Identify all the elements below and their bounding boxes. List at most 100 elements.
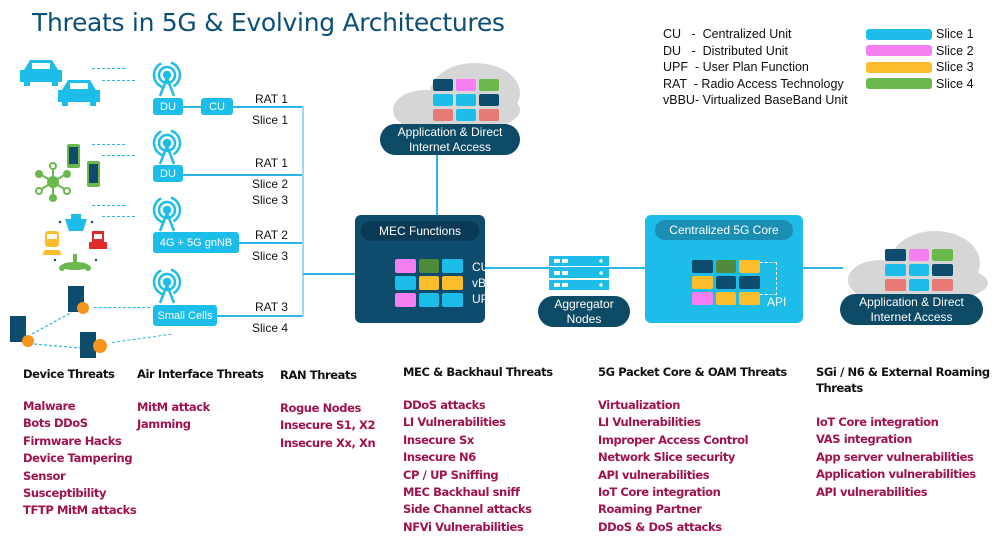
slice-tile	[418, 276, 440, 290]
du-cu-link	[183, 106, 201, 108]
slice-tile	[456, 79, 476, 91]
slice-tile	[479, 109, 499, 121]
threat-heading: RAN Threats	[280, 368, 357, 382]
threat-heading: MEC & Backhaul Threats	[403, 365, 553, 379]
slice-tile	[395, 259, 416, 273]
threat-item: Insecure S1, X2	[280, 418, 376, 433]
slice-label: Slice 3	[252, 193, 289, 207]
antenna-tower-icon	[152, 195, 182, 232]
threat-item: NFVi Vulnerabilities	[403, 519, 524, 534]
threat-heading: 5G Packet Core & OAM Threats	[598, 365, 787, 379]
rat-link	[233, 106, 303, 108]
air-link	[102, 80, 135, 81]
slice-label: Slice 4	[252, 321, 289, 335]
ship-icon	[65, 214, 87, 231]
air-link	[94, 307, 150, 308]
mec-labels: CU vBBU UPF	[472, 259, 503, 307]
threat-item: Insecure N6	[403, 450, 476, 465]
mec-tiles	[395, 259, 463, 307]
legend-slice-3: Slice 3	[866, 59, 974, 76]
slice-tile	[932, 279, 953, 291]
threat-column-packet-core: 5G Packet Core & OAM Threats Virtualizat…	[598, 364, 798, 536]
mec-label-vbbu: vBBU	[472, 276, 503, 290]
slice-tile	[932, 264, 953, 276]
truck-icon	[89, 231, 107, 249]
threat-item: Malware	[23, 399, 76, 413]
legend-abbr-rat: RAT - Radio Access Technology	[663, 76, 844, 91]
slice-tile	[442, 276, 463, 290]
smartphone-icon	[67, 144, 100, 187]
legend-slice-4: Slice 4	[866, 76, 974, 93]
slice-3-label: Slice 3	[936, 60, 974, 75]
antenna-tower-icon	[152, 267, 182, 304]
air-link	[92, 205, 125, 206]
threat-heading: SGi / N6 & External Roaming Threats	[816, 365, 990, 395]
tower-icons	[152, 60, 182, 304]
rat-label: RAT 1	[255, 92, 288, 106]
airplane-icon	[59, 254, 91, 271]
slice-tile	[395, 293, 416, 307]
slice-tile	[908, 249, 930, 261]
mec-functions-box: MEC Functions CU vBBU UPF	[355, 215, 503, 323]
cloud-right-label-line2: Internet Access	[870, 309, 953, 324]
cu-unit: CU	[201, 98, 233, 115]
threat-item: Firmware Hacks	[23, 433, 122, 448]
iot-hub-icon	[35, 162, 71, 202]
slice-tile	[739, 276, 760, 289]
threat-column-sgi-n6: SGi / N6 & External Roaming Threats IoT …	[816, 364, 996, 501]
slice-tile	[418, 293, 440, 307]
slice-tile	[442, 293, 463, 307]
legend-abbr-upf: UPF - User Plan Function	[663, 60, 809, 74]
cloud-right-label-line1: Application & Direct	[859, 294, 964, 309]
threat-item: MitM attack	[137, 400, 210, 414]
server-rack-icon	[549, 256, 609, 290]
slice-label: Slice 3	[252, 249, 289, 263]
threat-item: API vulnerabilities	[598, 467, 710, 482]
slice-tile	[433, 79, 453, 91]
threat-item: Virtualization	[598, 398, 681, 412]
cloud-top-tiles	[433, 79, 499, 121]
page-title: Threats in 5G & Evolving Architectures	[32, 8, 505, 37]
slice-tile	[692, 276, 713, 289]
threat-item: Rogue Nodes	[280, 401, 361, 415]
threat-item: DDoS & DoS attacks	[598, 519, 722, 534]
threat-item: TFTP MitM attacks	[23, 503, 137, 518]
mec-title: MEC Functions	[361, 221, 479, 241]
rat-label: RAT 3	[255, 300, 288, 314]
aggregator-label-line2: Nodes	[566, 311, 602, 326]
rat-label: RAT 1	[255, 156, 288, 170]
antenna-tower-icon	[152, 60, 182, 97]
api-label: API	[767, 295, 787, 309]
slice-tile	[715, 292, 737, 305]
air-link	[92, 144, 125, 145]
rat-link	[217, 315, 303, 317]
slice-tile	[433, 94, 453, 106]
threat-item: Application vulnerabilities	[816, 467, 976, 482]
core-title: Centralized 5G Core	[655, 220, 793, 240]
antenna-tower-icon	[152, 128, 182, 165]
threat-item: Device Tampering	[23, 451, 133, 466]
du-unit: DU	[153, 165, 183, 182]
mec-label-upf: UPF	[472, 292, 496, 306]
threat-heading: Device Threats	[23, 367, 115, 381]
slice-tile	[885, 249, 906, 261]
slice-tile	[479, 79, 499, 91]
slice-tile	[456, 94, 476, 106]
ran-mec-link	[303, 273, 355, 275]
rat-label: RAT 2	[255, 228, 288, 242]
car-icon	[20, 60, 62, 86]
slice-4-label: Slice 4	[936, 76, 974, 91]
legend-slice-1: Slice 1	[866, 26, 974, 43]
threat-item: Roaming Partner	[598, 502, 702, 517]
legend-abbr-cu: CU - Centralized Unit	[663, 27, 792, 41]
abbreviation-legend: CU - Centralized Unit DU - Distributed U…	[663, 26, 848, 109]
core-tiles	[692, 260, 760, 305]
threat-item: MEC Backhaul sniff	[403, 485, 520, 500]
legend-abbr-vbbu: vBBU- Virtualized BaseBand Unit	[663, 93, 848, 107]
legend-slice-2: Slice 2	[866, 43, 974, 60]
slice-4-swatch	[866, 78, 932, 90]
train-icon	[42, 231, 62, 255]
